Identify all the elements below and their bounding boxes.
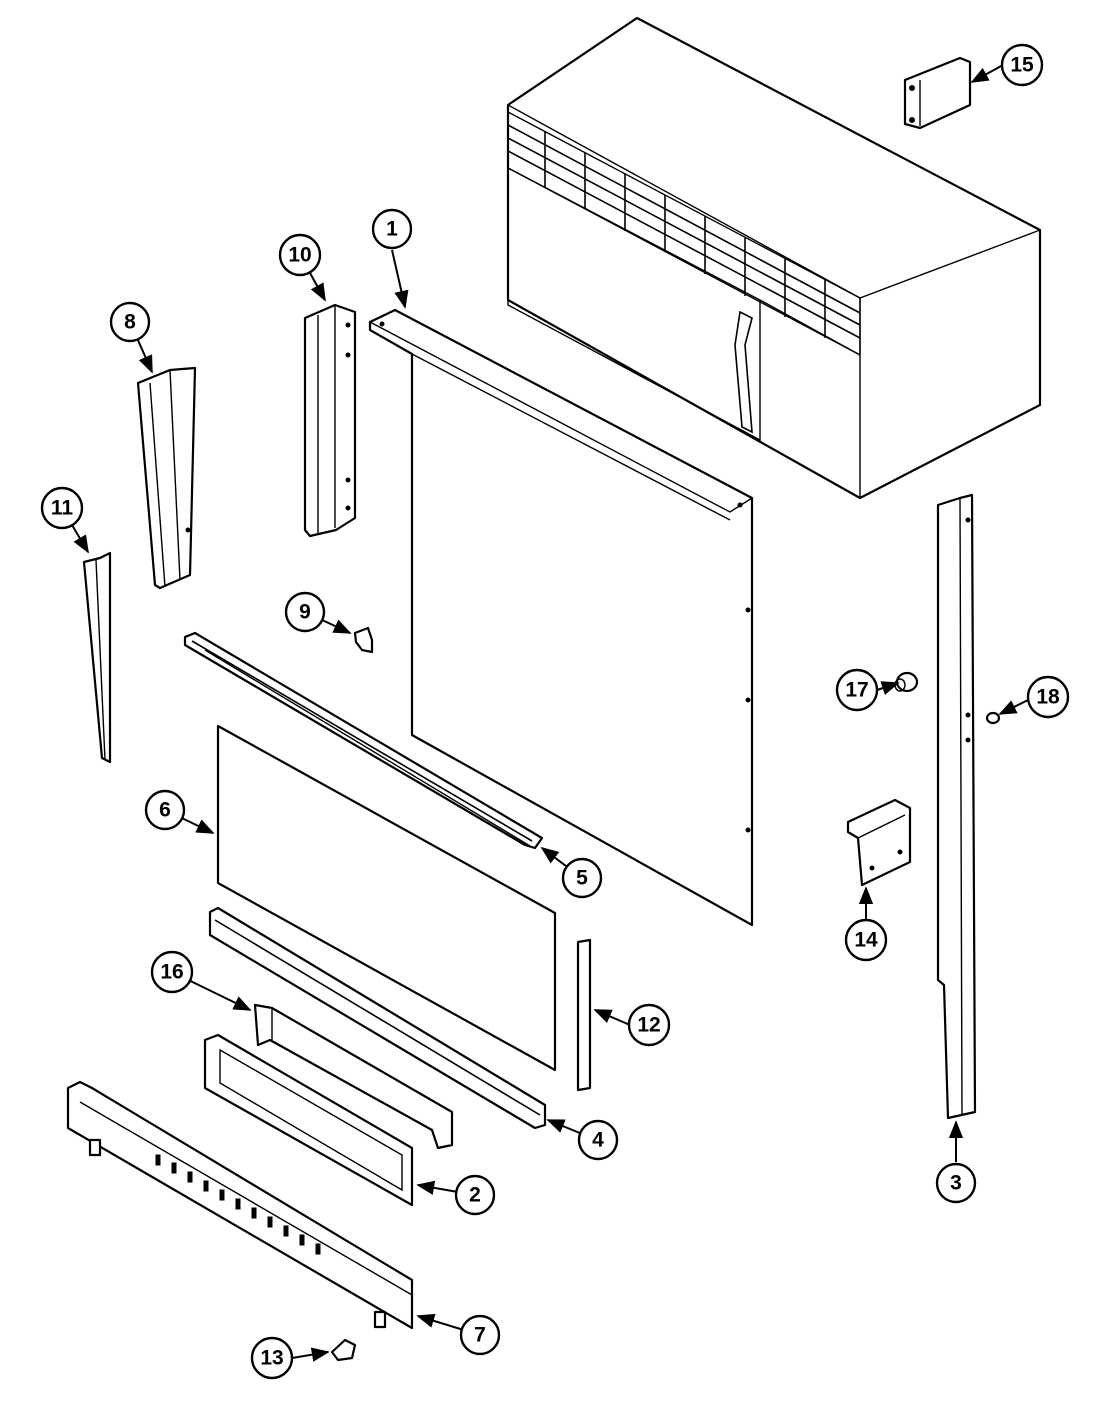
svg-text:14: 14 [854,929,878,952]
trim-strip [576,938,592,1092]
callout-3: 3 [935,1162,977,1204]
side-strip [82,551,112,764]
svg-text:4: 4 [592,1129,604,1152]
front-grille [507,110,861,357]
center-bracket [253,1003,454,1150]
callout-4: 4 [577,1119,619,1161]
callout-10: 10 [278,233,322,277]
l-bracket [846,798,912,887]
svg-text:12: 12 [637,1014,660,1037]
callout-5: 5 [561,857,603,899]
air-conditioner-unit [506,16,1042,500]
callout-16: 16 [150,950,194,994]
svg-text:9: 9 [299,601,311,624]
fastener [330,1338,357,1362]
callout-18: 18 [1026,675,1070,719]
svg-text:13: 13 [260,1347,283,1370]
svg-text:2: 2 [469,1184,481,1207]
front-louver [66,1080,414,1330]
callout-17: 17 [835,668,879,712]
side-bracket-upper [303,303,357,538]
top-bracket [903,56,972,130]
callout-11: 11 [40,486,84,530]
top-panel [368,308,754,927]
callout-6: 6 [144,789,186,831]
callout-12: 12 [627,1003,671,1047]
control-knob [894,671,919,693]
callout-14: 14 [844,918,888,962]
callout-7: 7 [459,1314,501,1356]
svg-text:18: 18 [1036,686,1060,709]
mounting-clip [353,626,374,654]
svg-text:17: 17 [845,679,868,702]
svg-text:8: 8 [124,311,136,334]
svg-text:3: 3 [950,1172,962,1195]
unit-handle [734,310,753,434]
callout-8: 8 [109,301,151,343]
callout-9: 9 [284,591,326,633]
screw [985,711,1001,725]
side-channel [936,493,977,1120]
svg-text:16: 16 [160,961,183,984]
side-bracket-left [136,366,197,590]
front-panel [216,724,557,1072]
svg-text:10: 10 [288,244,311,267]
upper-rail [183,631,544,850]
callout-15: 15 [1000,43,1044,87]
svg-text:1: 1 [386,218,398,241]
svg-text:5: 5 [576,867,588,890]
svg-text:11: 11 [51,497,74,520]
svg-text:7: 7 [474,1324,486,1347]
bezel-frame [203,1033,414,1207]
svg-text:15: 15 [1010,54,1034,77]
callout-1: 1 [371,208,413,250]
svg-text:6: 6 [159,799,171,822]
louver-slots [155,1154,321,1255]
callout-13: 13 [250,1336,294,1380]
lower-rail [208,906,547,1130]
callout-2: 2 [454,1174,496,1216]
